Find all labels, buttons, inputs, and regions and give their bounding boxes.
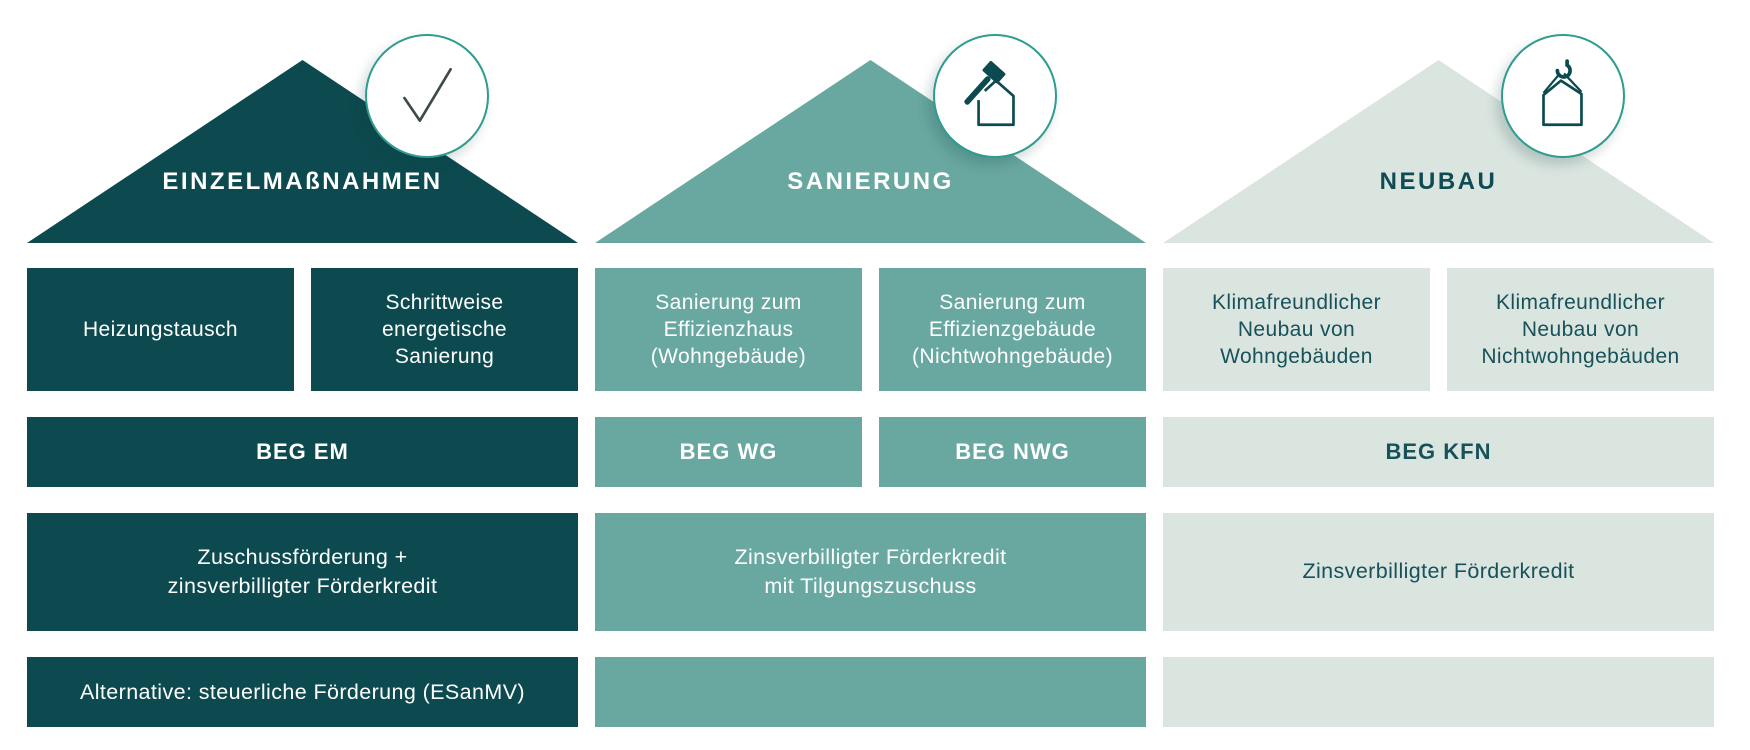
note-box-esanmv: Alternative: steuerliche Förderung (ESan… (27, 657, 578, 727)
empty-box-sanierung (595, 657, 1146, 727)
measure-box-effizienzgebaeude: Sanierung zum Effizienzgebäude (Nichtwoh… (879, 268, 1146, 391)
funding-box-sanierung: Zinsverbilligter Förderkredit mit Tilgun… (595, 513, 1146, 631)
section-title-neubau: NEUBAU (1379, 168, 1498, 195)
section-title-einzelmassnahmen: EINZELMAßNAHMEN (162, 168, 443, 195)
section-einzelmassnahmen: EINZELMAßNAHMEN Heizungstausch Schrittwe… (27, 0, 578, 750)
checkmark-badge (365, 34, 489, 158)
empty-box-neubau (1163, 657, 1714, 727)
measure-box-neubau-wohngebaeude: Klimafreundlicher Neubau von Wohngebäude… (1163, 268, 1430, 391)
section-sanierung: SANIERUNG Sanierung zum Effizienzhaus (W… (595, 0, 1146, 750)
hammer-house-icon (964, 60, 1015, 127)
measure-box-schrittweise-sanierung: Schrittweise energetische Sanierung (311, 268, 578, 391)
funding-box-neubau: Zinsverbilligter Förderkredit (1163, 513, 1714, 631)
measure-box-effizienzhaus: Sanierung zum Effizienzhaus (Wohngebäude… (595, 268, 862, 391)
section-title-sanierung: SANIERUNG (787, 168, 954, 195)
new-construction-badge (1501, 34, 1625, 158)
program-badge-beg-kfn: BEG KFN (1163, 417, 1714, 487)
checkmark-icon (403, 67, 452, 122)
program-badge-beg-nwg: BEG NWG (879, 417, 1146, 487)
section-neubau: NEUBAU Klimafreundlicher Neubau von Wohn… (1163, 0, 1714, 750)
roof-shape-sanierung (595, 60, 1146, 243)
renovation-badge (933, 34, 1057, 158)
roof-shape-einzelmassnahmen (27, 60, 578, 243)
funding-box-einzelmassnahmen: Zuschussförderung + zinsverbilligter För… (27, 513, 578, 631)
program-badge-beg-wg: BEG WG (595, 417, 862, 487)
measure-box-heizungstausch: Heizungstausch (27, 268, 294, 391)
measure-box-neubau-nichtwohngebaeude: Klimafreundlicher Neubau von Nichtwohnge… (1447, 268, 1714, 391)
program-badge-beg-em: BEG EM (27, 417, 578, 487)
roof-shape-neubau (1163, 60, 1714, 243)
crane-hook-house-icon (1542, 59, 1583, 127)
